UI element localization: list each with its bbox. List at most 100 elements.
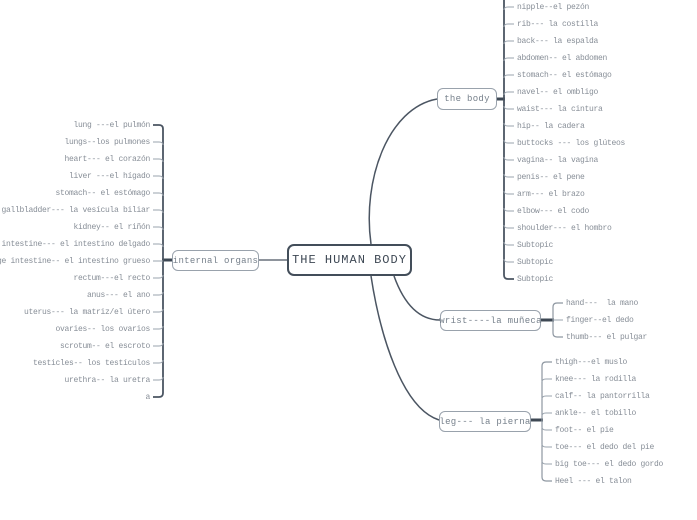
- list-item[interactable]: rectum---el recto: [0, 270, 150, 287]
- list-item[interactable]: lungs--los pulmones: [0, 134, 150, 151]
- list-item[interactable]: knee--- la rodilla: [555, 371, 697, 388]
- leaf-label: uterus--- la matriz/el útero: [23, 307, 150, 317]
- leaf-label: scrotum-- el escroto: [59, 341, 150, 351]
- list-item[interactable]: vagina-- la vagina: [517, 152, 695, 169]
- branch-tick-line: [503, 91, 514, 96]
- leaf-label: shoulder--- el hombro: [517, 223, 612, 233]
- list-item[interactable]: thumb--- el pulgar: [566, 329, 696, 346]
- leaf-label: toe--- el dedo del pie: [555, 442, 655, 452]
- list-item[interactable]: hip-- la cadera: [517, 118, 695, 135]
- list-item[interactable]: ovaries-- los ovarios: [0, 321, 150, 338]
- leaf-label: nipple--el pezón: [517, 2, 590, 12]
- list-item[interactable]: Heel --- el talon: [555, 473, 697, 490]
- list-item[interactable]: gallbladder--- la vesícula biliar: [0, 202, 150, 219]
- branch-tick-line: [503, 190, 514, 195]
- central-topic[interactable]: THE HUMAN BODY: [287, 244, 412, 276]
- list-item[interactable]: hand--- la mano: [566, 295, 696, 312]
- branch-tick-line: [153, 274, 164, 279]
- list-item[interactable]: scrotum-- el escroto: [0, 338, 150, 355]
- branch-node-wrist[interactable]: wrist----la muñeca: [439, 310, 542, 331]
- leaf-label: hip-- la cadera: [517, 121, 585, 131]
- list-item[interactable]: rib--- la costilla: [517, 16, 695, 33]
- list-item[interactable]: toe--- el dedo del pie: [555, 439, 697, 456]
- list-item[interactable]: anus--- el ano: [0, 287, 150, 304]
- branch-tick-line: [541, 378, 552, 383]
- list-item[interactable]: abdomen-- el abdomen: [517, 50, 695, 67]
- list-item[interactable]: Subtopic: [517, 254, 695, 271]
- branch-tick-line: [503, 156, 514, 161]
- list-item[interactable]: kidney-- el riñón: [0, 219, 150, 236]
- branch-label: the body: [444, 94, 490, 104]
- branch-tick-line: [541, 361, 552, 482]
- branch-node-internal-organs[interactable]: internal organs: [172, 250, 259, 271]
- list-item[interactable]: urethra-- la uretra: [0, 372, 150, 389]
- leaf-label: buttocks --- los glúteos: [517, 138, 626, 148]
- list-item[interactable]: shoulder--- el hombro: [517, 220, 695, 237]
- branch-tick-line: [503, 173, 514, 178]
- list-item[interactable]: l intestine--- el intestino delgado: [0, 236, 150, 253]
- list-item[interactable]: testicles-- los testículos: [0, 355, 150, 372]
- leaf-label: calf-- la pantorrilla: [555, 391, 650, 401]
- leaf-label: stomach-- el estómago: [55, 188, 150, 198]
- branch-tick-line: [153, 175, 164, 180]
- list-item[interactable]: a: [0, 389, 150, 406]
- branch-tick-line: [541, 395, 552, 400]
- branch-tick-line: [503, 122, 514, 127]
- branch-tick-line: [153, 359, 164, 364]
- branch-node-the-body[interactable]: the body: [437, 88, 497, 110]
- leaf-label: urethra-- la uretra: [64, 375, 150, 385]
- leaf-label: thigh---el muslo: [555, 357, 628, 367]
- leaf-label: knee--- la rodilla: [555, 374, 637, 384]
- leaf-label: penis-- el pene: [517, 172, 585, 182]
- branch-tick-line: [153, 192, 164, 197]
- list-item[interactable]: waist--- la cintura: [517, 101, 695, 118]
- branch-label: internal organs: [172, 255, 259, 266]
- branch-tick-line: [503, 139, 514, 144]
- list-item[interactable]: penis-- el pene: [517, 169, 695, 186]
- leaf-label: Subtopic: [517, 240, 554, 250]
- branch-node-leg[interactable]: leg--- la pierna: [439, 411, 531, 432]
- leaf-label: back--- la espalda: [517, 36, 599, 46]
- leaf-label: ankle-- el tobillo: [555, 408, 637, 418]
- branch-label: leg--- la pierna: [439, 416, 531, 427]
- list-item[interactable]: rge intestine-- el intestino grueso: [0, 253, 150, 270]
- leaf-label: gallbladder--- la vesícula biliar: [1, 205, 150, 215]
- list-item[interactable]: thigh---el muslo: [555, 354, 697, 371]
- leaf-label: abdomen-- el abdomen: [517, 53, 608, 63]
- list-item[interactable]: buttocks --- los glúteos: [517, 135, 695, 152]
- branch-tick-line: [503, 57, 514, 62]
- list-item[interactable]: nipple--el pezón: [517, 0, 695, 16]
- list-item[interactable]: arm--- el brazo: [517, 186, 695, 203]
- branch-tick-line: [153, 325, 164, 330]
- leaf-label: hand--- la mano: [566, 298, 639, 308]
- list-item[interactable]: uterus--- la matriz/el útero: [0, 304, 150, 321]
- list-item[interactable]: lung ---el pulmón: [0, 117, 150, 134]
- curve-center-to-leg: [370, 275, 440, 421]
- branch-tick-line: [541, 443, 552, 448]
- list-item[interactable]: finger--el dedo: [566, 312, 696, 329]
- leaf-label: arm--- el brazo: [517, 189, 585, 199]
- list-item[interactable]: foot-- el pie: [555, 422, 697, 439]
- branch-tick-line: [153, 376, 164, 381]
- list-item[interactable]: liver ---el hígado: [0, 168, 150, 185]
- list-item[interactable]: Subtopic: [517, 271, 695, 288]
- list-item[interactable]: ankle-- el tobillo: [555, 405, 697, 422]
- list-item[interactable]: navel-- el ombligo: [517, 84, 695, 101]
- curve-center-to-body: [368, 98, 438, 245]
- list-item[interactable]: elbow--- el codo: [517, 203, 695, 220]
- leaf-label: vagina-- la vagina: [517, 155, 599, 165]
- branch-tick-line: [503, 74, 514, 79]
- list-item[interactable]: heart--- el corazón: [0, 151, 150, 168]
- list-item[interactable]: stomach-- el estómago: [0, 185, 150, 202]
- curve-center-to-wrist: [393, 275, 441, 321]
- list-item[interactable]: Subtopic: [517, 237, 695, 254]
- list-item[interactable]: back--- la espalda: [517, 33, 695, 50]
- list-item[interactable]: big toe--- el dedo gordo: [555, 456, 697, 473]
- leaf-label: Subtopic: [517, 257, 554, 267]
- branch-tick-line: [503, 224, 514, 229]
- list-item[interactable]: calf-- la pantorrilla: [555, 388, 697, 405]
- list-item[interactable]: stomach-- el estómago: [517, 67, 695, 84]
- leaf-label: rectum---el recto: [73, 273, 150, 283]
- leaf-label: finger--el dedo: [566, 315, 634, 325]
